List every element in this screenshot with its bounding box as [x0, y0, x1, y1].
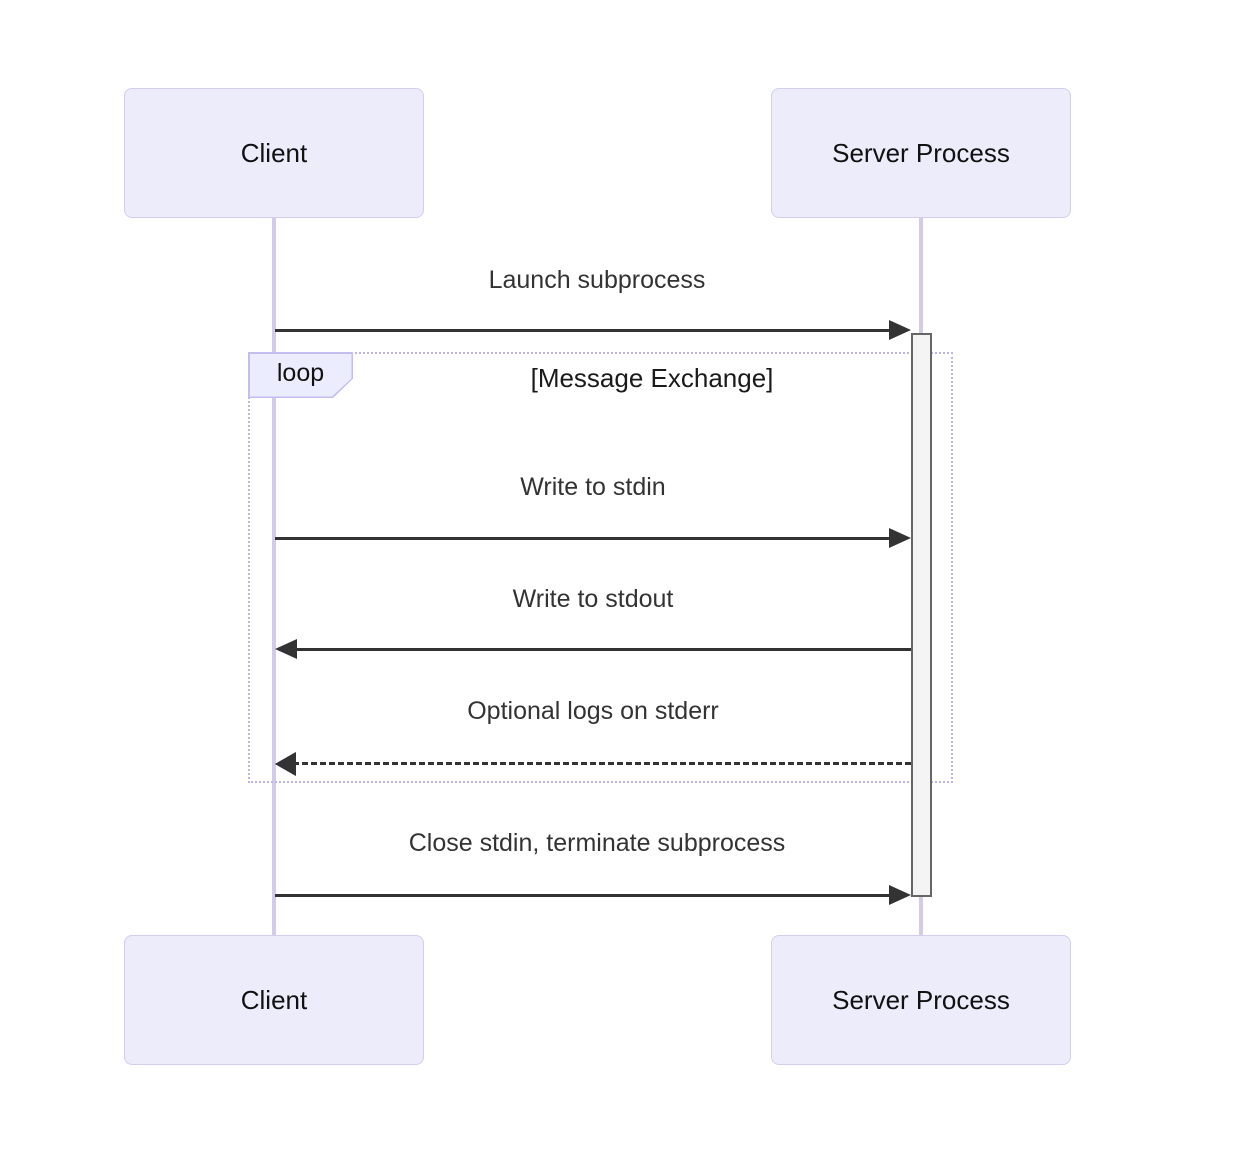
- actor-server-top-label: Server Process: [832, 137, 1010, 168]
- actor-server-bottom-label: Server Process: [832, 984, 1010, 1015]
- arrowhead-open-left-icon: [275, 752, 296, 776]
- message-label-optional-logs-stderr: Optional logs on stderr: [467, 697, 719, 725]
- arrowhead-left-icon: [275, 639, 297, 659]
- loop-condition-label: [Message Exchange]: [530, 363, 774, 393]
- arrowhead-right-icon: [889, 885, 911, 905]
- activation-bar-server: [911, 333, 932, 897]
- arrow-line: [275, 537, 891, 540]
- arrow-line: [275, 894, 891, 897]
- message-label-close-stdin: Close stdin, terminate subprocess: [408, 829, 786, 857]
- actor-client-top-label: Client: [240, 137, 308, 168]
- arrow-line: [295, 648, 911, 651]
- actor-server-bottom: Server Process: [771, 935, 1071, 1065]
- loop-label-text: loop: [249, 353, 352, 397]
- message-label-write-to-stdout: Write to stdout: [512, 585, 674, 613]
- actor-client-top: Client: [124, 88, 424, 218]
- arrow-line: [275, 329, 891, 332]
- message-label-launch-subprocess: Launch subprocess: [488, 266, 706, 294]
- arrowhead-right-icon: [889, 528, 911, 548]
- actor-client-bottom: Client: [124, 935, 424, 1065]
- loop-fragment-border: [248, 352, 953, 783]
- loop-label: loop: [248, 352, 353, 398]
- message-label-write-to-stdin: Write to stdin: [520, 473, 666, 501]
- actor-client-bottom-label: Client: [240, 984, 308, 1015]
- arrow-line-dashed: [293, 762, 911, 765]
- actor-server-top: Server Process: [771, 88, 1071, 218]
- lifeline-client: [272, 218, 276, 935]
- arrowhead-right-icon: [889, 320, 911, 340]
